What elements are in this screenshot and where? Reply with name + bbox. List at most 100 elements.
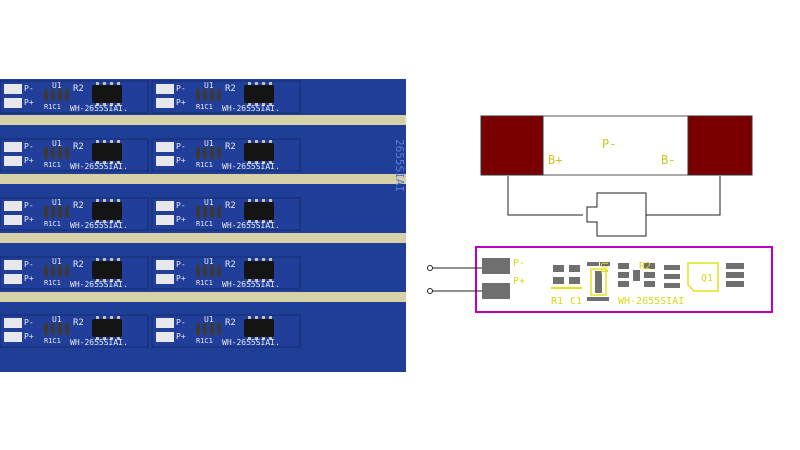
ic-pin <box>110 337 113 340</box>
module-ic <box>92 261 122 279</box>
module-part-number: WH-2655SIAI. <box>222 280 280 289</box>
u1-footprint: U1 <box>587 262 610 301</box>
ic-pin <box>96 161 99 164</box>
ic-pin <box>117 337 120 340</box>
module-p-plus-label: P+ <box>176 215 186 224</box>
module-u1-label: U1 <box>204 198 214 207</box>
smd-part <box>203 206 207 218</box>
ic-pin <box>117 103 120 106</box>
pcb-connection-diagram: P- B+ B- P- P+ R1 C1 <box>427 115 773 313</box>
smd-part <box>58 147 62 159</box>
module-r1c1-label: R1C1 <box>44 337 61 345</box>
module-r2-label: R2 <box>73 318 84 328</box>
pcb-r1-label: R1 <box>551 296 563 307</box>
module-part-number: WH-2655SIAI. <box>222 338 280 347</box>
battery-b-plus-label: B+ <box>548 153 562 167</box>
module-pad-top-r0c1 <box>156 84 174 94</box>
ic-pin <box>269 103 272 106</box>
battery-wires <box>507 176 721 237</box>
smd-part <box>210 265 214 277</box>
ic-pin <box>110 140 113 143</box>
ic-pin <box>269 140 272 143</box>
module-pad-bottom-r2c1 <box>156 215 174 225</box>
ic-pin <box>110 258 113 261</box>
ic-pin <box>96 82 99 85</box>
module-pad-top-r2c1 <box>156 201 174 211</box>
ic-pin <box>255 161 258 164</box>
ic-pin <box>110 199 113 202</box>
ic-pin <box>103 279 106 282</box>
ic-pin <box>269 258 272 261</box>
module-pad-bottom-r1c0 <box>4 156 22 166</box>
ic-pin <box>110 279 113 282</box>
smd-part <box>210 323 214 335</box>
smd-part <box>58 206 62 218</box>
module-r2-label: R2 <box>73 201 84 211</box>
smd-part <box>44 265 48 277</box>
smd-part <box>217 206 221 218</box>
module-r2-label: R2 <box>225 142 236 152</box>
smd-part <box>65 265 69 277</box>
ic-pin <box>248 279 251 282</box>
ic-pin <box>262 337 265 340</box>
p-plus-wire-end <box>427 288 433 294</box>
module-pad-bottom-r0c0 <box>4 98 22 108</box>
ic-pin <box>269 220 272 223</box>
module-r4c0 <box>0 314 149 348</box>
p-minus-pad <box>482 258 510 274</box>
module-part-number: WH-2655SIAI. <box>222 162 280 171</box>
ic-pin <box>262 199 265 202</box>
module-r1c1-label: R1C1 <box>44 220 61 228</box>
ic-pin <box>117 258 120 261</box>
battery-terminal-right <box>687 115 753 176</box>
ic-pin <box>248 140 251 143</box>
smd-part <box>196 147 200 159</box>
module-u1-label: U1 <box>204 139 214 148</box>
module-u1-label: U1 <box>52 257 62 266</box>
smd-part <box>203 89 207 101</box>
module-r1c1-label: R1C1 <box>196 220 213 228</box>
ic-pin <box>248 82 251 85</box>
module-r3c1 <box>151 256 301 290</box>
module-r0c1 <box>151 80 301 114</box>
module-ic <box>92 202 122 220</box>
smd-part <box>65 147 69 159</box>
smd-part <box>217 89 221 101</box>
battery-pack: P- B+ B- <box>480 115 753 176</box>
module-ic <box>244 85 274 103</box>
module-p-minus-label: P- <box>176 260 186 269</box>
ic-pin <box>255 258 258 261</box>
module-p-plus-label: P+ <box>24 98 34 107</box>
panel-rail-2 <box>0 233 406 243</box>
connector-outline <box>586 192 647 237</box>
ic-pin <box>269 337 272 340</box>
module-r3c0 <box>0 256 149 290</box>
ic-pin <box>103 103 106 106</box>
ic-pin <box>269 199 272 202</box>
smd-part <box>51 206 55 218</box>
ic-pin <box>255 337 258 340</box>
ic-pin <box>262 258 265 261</box>
battery-b-minus-label: B- <box>661 153 675 167</box>
module-r2-label: R2 <box>225 84 236 94</box>
module-p-minus-label: P- <box>24 260 34 269</box>
module-u1-label: U1 <box>204 81 214 90</box>
panel-rail-0 <box>0 115 406 125</box>
module-r4c1 <box>151 314 301 348</box>
smd-part <box>51 265 55 277</box>
ic-pin <box>248 199 251 202</box>
smd-part <box>44 89 48 101</box>
smd-part <box>44 147 48 159</box>
module-pad-top-r1c0 <box>4 142 22 152</box>
ic-pin <box>248 103 251 106</box>
smd-part <box>58 323 62 335</box>
module-r0c0 <box>0 80 149 114</box>
q1-footprint: Q1 <box>664 262 744 292</box>
p-plus-pad <box>482 283 510 299</box>
ic-pin <box>96 316 99 319</box>
ic-pin <box>117 140 120 143</box>
ic-pin <box>255 199 258 202</box>
ic-pin <box>117 316 120 319</box>
module-ic <box>244 202 274 220</box>
ic-pin <box>255 220 258 223</box>
